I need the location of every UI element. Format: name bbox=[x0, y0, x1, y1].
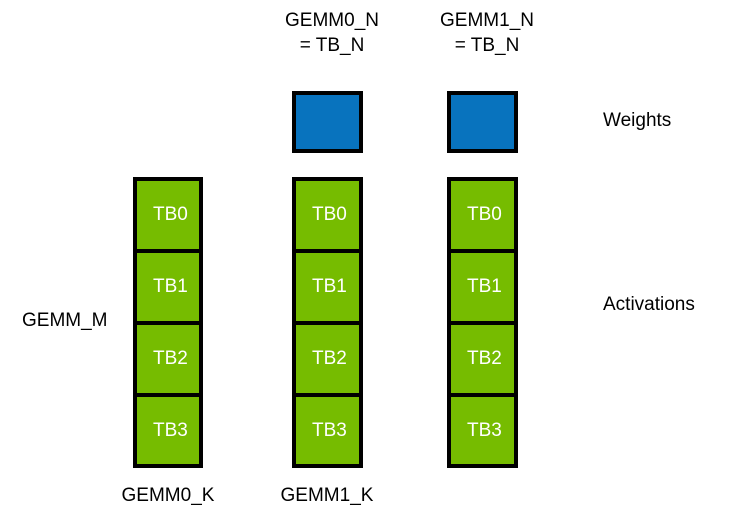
tb-cell: TB1 bbox=[447, 249, 518, 325]
tb-cell: TB0 bbox=[447, 177, 518, 253]
gemm0-n-header-line2: = TB_N bbox=[299, 35, 365, 56]
gemm1-n-header: GEMM1_N = TB_N bbox=[412, 8, 562, 58]
tb-cell-label: TB2 bbox=[153, 348, 188, 369]
axis-label-gemm-m: GEMM_M bbox=[22, 310, 108, 331]
row-label-activations: Activations bbox=[603, 294, 695, 315]
gemm0-n-header-line1: GEMM0_N bbox=[285, 10, 379, 31]
tb-cell-label: TB0 bbox=[153, 204, 188, 225]
tb-cell: TB0 bbox=[292, 177, 363, 253]
tb-cell: TB2 bbox=[133, 321, 203, 397]
tb-cell: TB3 bbox=[447, 393, 518, 468]
tb-cell: TB3 bbox=[292, 393, 363, 468]
tb-cell-label: TB3 bbox=[153, 419, 188, 441]
tb-cell: TB3 bbox=[133, 393, 203, 468]
activation-column-gemm1-k: TB0 TB1 TB2 TB3 bbox=[447, 177, 518, 468]
axis-label-gemm1-k: GEMM1_K bbox=[280, 485, 374, 506]
activation-column-gemm0-k: TB0 TB1 TB2 TB3 bbox=[292, 177, 363, 468]
tb-cell-label: TB2 bbox=[467, 348, 502, 369]
gemm1-n-header-line1: GEMM1_N bbox=[440, 10, 534, 31]
gemm1-n-header-line2: = TB_N bbox=[454, 35, 520, 56]
tb-cell-label: TB1 bbox=[312, 276, 347, 297]
tb-cell-label: TB0 bbox=[312, 204, 347, 225]
tb-cell-label: TB1 bbox=[467, 276, 502, 297]
tb-cell-label: TB3 bbox=[467, 419, 502, 441]
tb-cell: TB2 bbox=[292, 321, 363, 397]
tb-cell-label: TB0 bbox=[467, 204, 502, 225]
tb-cell: TB1 bbox=[133, 249, 203, 325]
tb-cell: TB1 bbox=[292, 249, 363, 325]
row-label-weights: Weights bbox=[603, 110, 672, 131]
tb-cell-label: TB2 bbox=[312, 348, 347, 369]
tb-cell: TB0 bbox=[133, 177, 203, 253]
activation-column-gemm-m: TB0 TB1 TB2 TB3 bbox=[133, 177, 203, 468]
tb-cell-label: TB1 bbox=[153, 276, 188, 297]
axis-label-gemm0-k: GEMM0_K bbox=[121, 485, 215, 506]
tb-cell-label: TB3 bbox=[312, 419, 347, 441]
tb-cell: TB2 bbox=[447, 321, 518, 397]
weights-block-gemm0 bbox=[292, 91, 363, 153]
gemm0-n-header: GEMM0_N = TB_N bbox=[257, 8, 407, 58]
weights-block-gemm1 bbox=[447, 91, 518, 153]
